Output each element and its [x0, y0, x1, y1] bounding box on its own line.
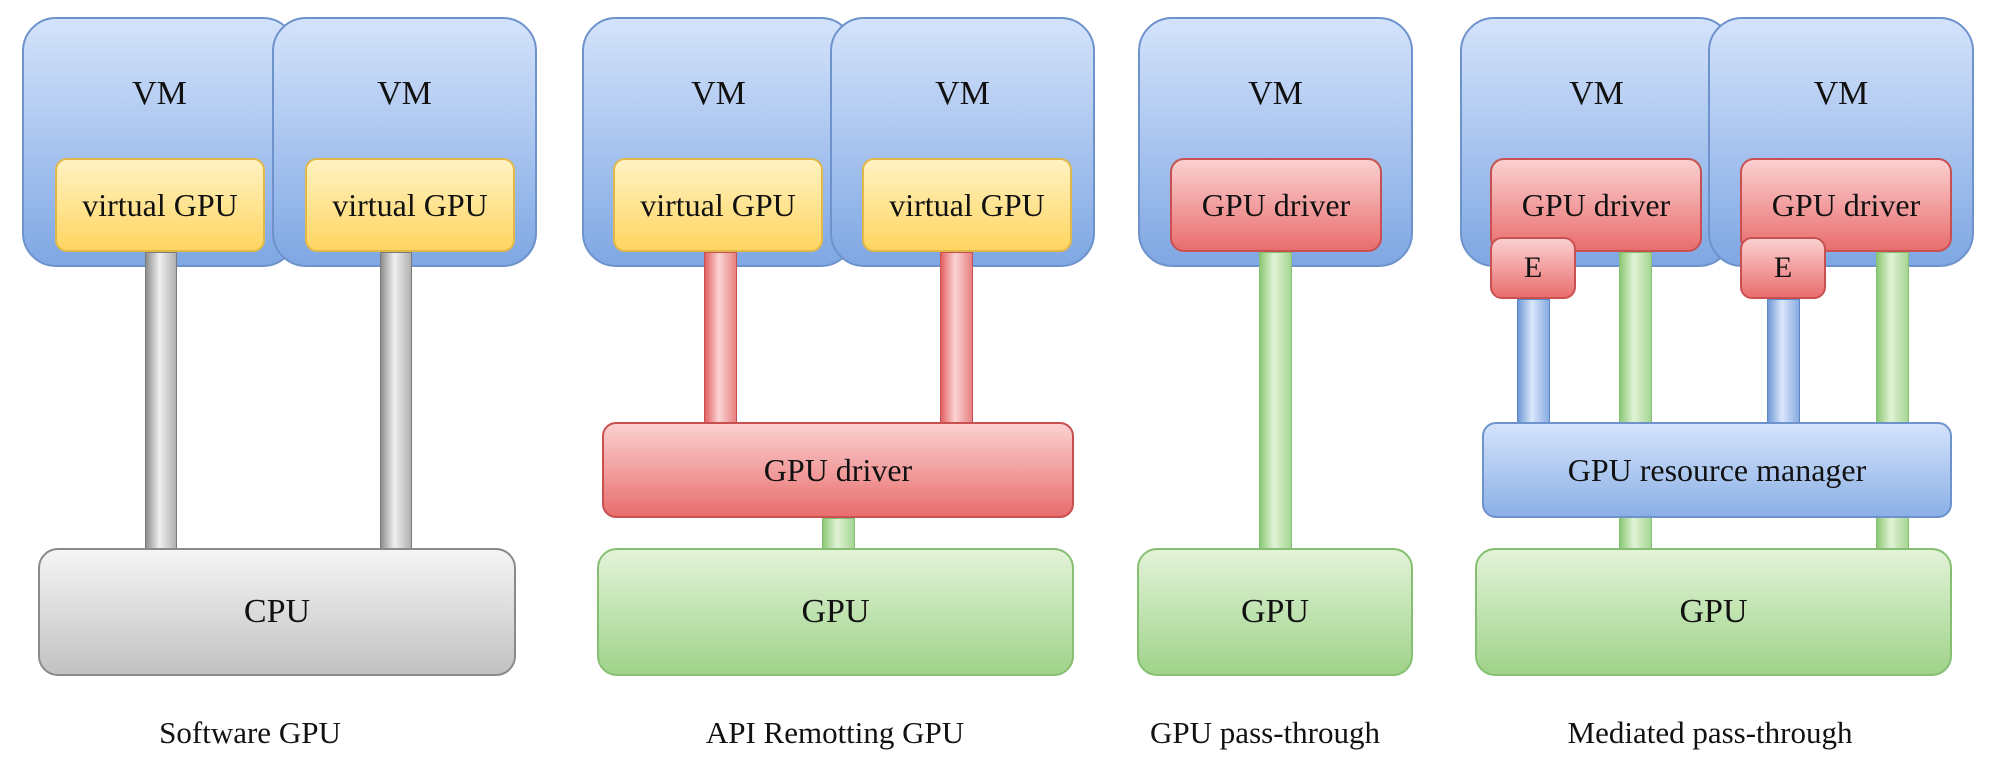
caption-mediated-pass-through: Mediated pass-through	[1567, 715, 1853, 750]
api-connector-2	[940, 252, 973, 424]
vm-label: VM	[1569, 75, 1624, 112]
api-gpu-driver: GPU driver	[602, 422, 1074, 518]
mediated-e-manager-connector-2	[1767, 299, 1800, 424]
vm-label: VM	[132, 75, 187, 112]
virtual-gpu-label: virtual GPU	[889, 186, 1045, 223]
api-driver-gpu-connector	[822, 518, 855, 550]
gpu-driver-label: GPU driver	[1201, 186, 1351, 223]
emulation-label: E	[1773, 251, 1793, 284]
software-virtual-gpu-1: virtual GPU	[55, 158, 265, 252]
gpu-label: GPU	[1679, 593, 1748, 630]
gpu-label: GPU	[1240, 593, 1310, 630]
mediated-gpu-driver-1: GPU driver	[1490, 158, 1702, 252]
emulation-label: E	[1523, 251, 1543, 284]
virtual-gpu-label: virtual GPU	[82, 186, 238, 223]
virtual-gpu-label: virtual GPU	[640, 186, 796, 223]
vm-label: VM	[1248, 75, 1303, 112]
mediated-gpu-box: GPU	[1475, 548, 1952, 676]
passthrough-connector	[1259, 252, 1292, 550]
software-connector-1	[145, 252, 177, 550]
software-connector-2	[380, 252, 412, 550]
virtual-gpu-label: virtual GPU	[332, 186, 488, 223]
gpu-driver-label: GPU driver	[1771, 186, 1921, 223]
gpu-resource-manager: GPU resource manager	[1482, 422, 1952, 518]
vm-label: VM	[377, 75, 432, 112]
api-virtual-gpu-1: virtual GPU	[613, 158, 823, 252]
gpu-driver-label: GPU driver	[1521, 186, 1671, 223]
gpu-driver-label: GPU driver	[763, 451, 913, 488]
mediated-gpu-driver-2: GPU driver	[1740, 158, 1952, 252]
caption-software-gpu: Software GPU	[159, 715, 341, 750]
api-connector-1	[704, 252, 737, 424]
caption-api-remotting-gpu: API Remotting GPU	[705, 715, 965, 750]
mediated-emulation-2: E	[1740, 237, 1826, 299]
vm-label: VM	[935, 75, 990, 112]
passthrough-gpu-driver: GPU driver	[1170, 158, 1382, 252]
gpu-resource-manager-label: GPU resource manager	[1567, 451, 1867, 488]
vm-label: VM	[691, 75, 746, 112]
vm-label: VM	[1813, 75, 1869, 112]
cpu-label: CPU	[243, 593, 311, 630]
cpu-box: CPU	[38, 548, 516, 676]
api-virtual-gpu-2: virtual GPU	[862, 158, 1072, 252]
passthrough-gpu-box: GPU	[1137, 548, 1413, 676]
api-gpu-box: GPU	[597, 548, 1074, 676]
gpu-label: GPU	[801, 593, 870, 630]
caption-gpu-pass-through: GPU pass-through	[1150, 715, 1380, 750]
software-virtual-gpu-2: virtual GPU	[305, 158, 515, 252]
mediated-e-manager-connector-1	[1517, 299, 1550, 424]
mediated-emulation-1: E	[1490, 237, 1576, 299]
